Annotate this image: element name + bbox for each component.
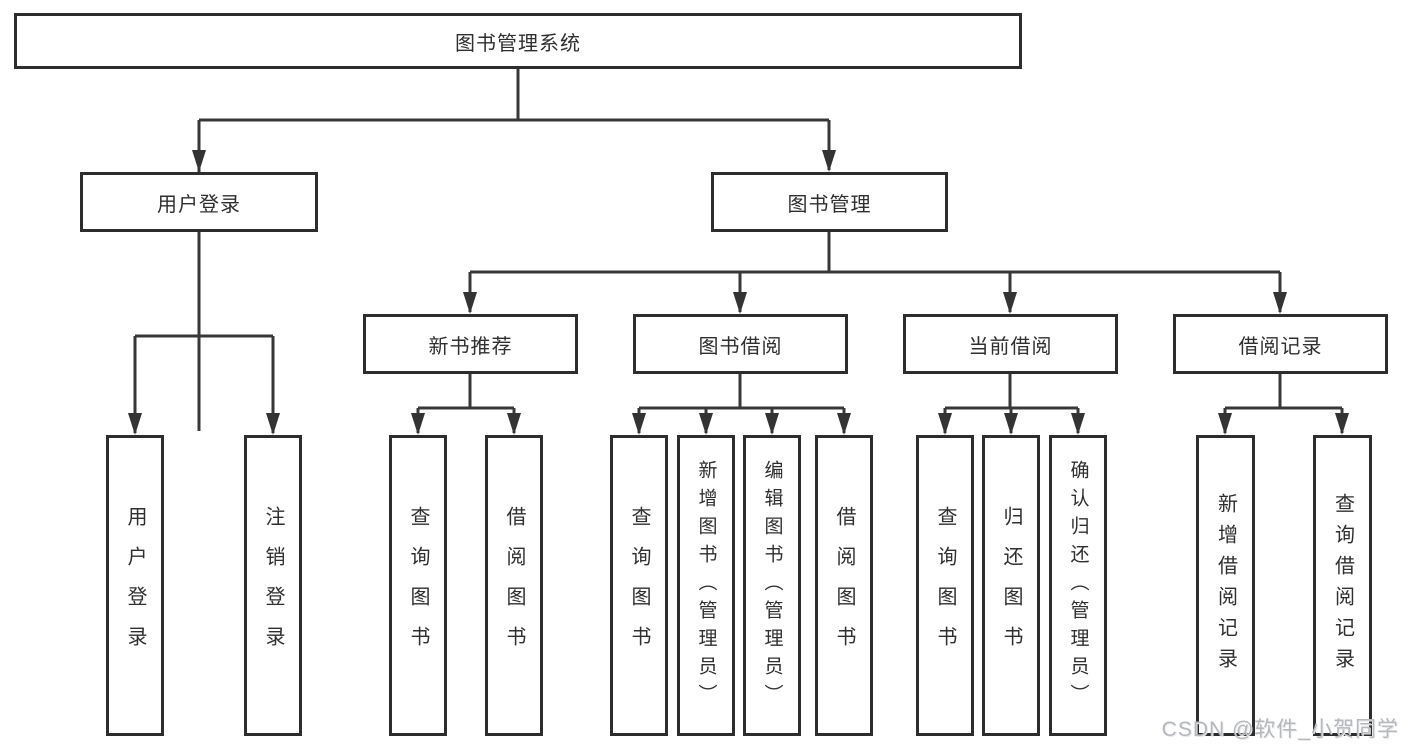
leaf-label: 新增图书（管理员） (695, 459, 717, 712)
node-new-book-recommendation: 新书推荐 (363, 314, 578, 374)
leaf-user-login: 用户登录 (106, 435, 164, 736)
leaf-query-book: 查询图书 (389, 435, 447, 736)
leaf-logout: 注销登录 (244, 435, 302, 736)
leaf-confirm-return-admin: 确认归还（管理员） (1049, 435, 1107, 736)
node-root-library-system: 图书管理系统 (14, 13, 1022, 69)
leaf-label: 编辑图书（管理员） (761, 459, 783, 712)
leaf-label: 查询借阅记录 (1331, 492, 1354, 679)
node-book-borrowing: 图书借阅 (633, 314, 848, 374)
leaf-add-borrow-record: 新增借阅记录 (1196, 435, 1255, 736)
leaf-borrow-book: 借阅图书 (815, 435, 873, 736)
leaf-query-borrow-record: 查询借阅记录 (1313, 435, 1372, 736)
leaf-label: 归还图书 (1000, 505, 1022, 666)
leaf-query-book: 查询图书 (610, 435, 668, 736)
node-current-borrowing: 当前借阅 (903, 314, 1118, 374)
node-borrowing-records: 借阅记录 (1173, 314, 1388, 374)
leaf-label: 用户登录 (124, 505, 146, 666)
arrowhead-icons (128, 150, 1349, 435)
leaf-borrow-book: 借阅图书 (485, 435, 543, 736)
leaf-label: 查询图书 (407, 505, 429, 666)
leaf-label: 查询图书 (628, 505, 650, 666)
leaf-query-book: 查询图书 (916, 435, 974, 736)
node-book-management: 图书管理 (711, 172, 948, 232)
leaf-label: 新增借阅记录 (1214, 492, 1237, 679)
leaf-edit-book-admin: 编辑图书（管理员） (743, 435, 801, 736)
leaf-add-book-admin: 新增图书（管理员） (677, 435, 735, 736)
leaf-return-book: 归还图书 (982, 435, 1040, 736)
leaf-label: 确认归还（管理员） (1067, 459, 1089, 712)
leaf-label: 借阅图书 (503, 505, 525, 666)
node-user-login: 用户登录 (80, 172, 318, 232)
leaf-label: 查询图书 (934, 505, 956, 666)
csdn-watermark: CSDN @软件_小贺同学 (1161, 718, 1399, 741)
leaf-label: 注销登录 (262, 505, 284, 666)
leaf-label: 借阅图书 (833, 505, 855, 666)
